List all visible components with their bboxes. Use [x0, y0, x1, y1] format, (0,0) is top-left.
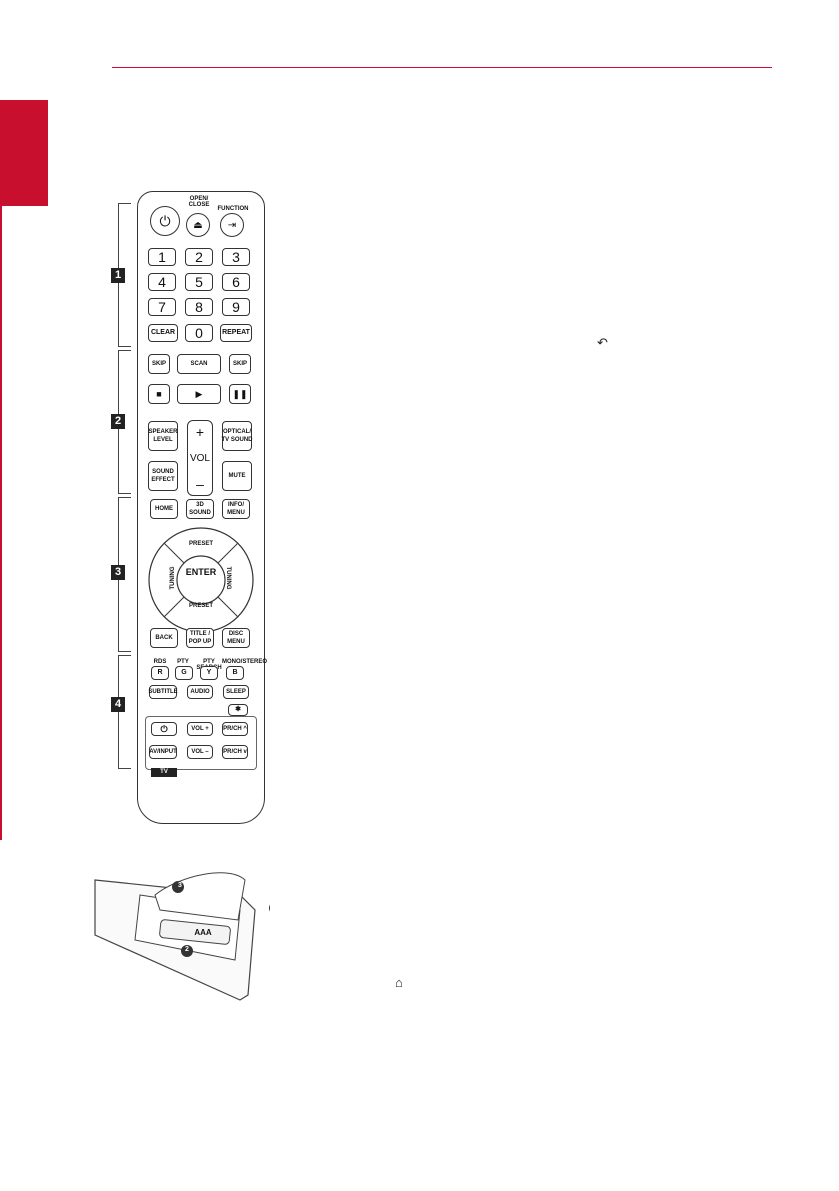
sleep-button[interactable]: SLEEP: [223, 685, 249, 699]
enter-label: ENTER: [185, 567, 217, 577]
green-key-button[interactable]: G: [175, 666, 193, 680]
volume-label: VOL: [189, 452, 210, 464]
stop-icon: ■: [156, 389, 162, 399]
chapter-tab: [0, 100, 48, 206]
scan-button[interactable]: SCAN: [177, 354, 221, 374]
disc-menu-button[interactable]: DISC MENU: [222, 628, 250, 648]
info-menu-button[interactable]: INFO/ MENU: [222, 499, 250, 519]
tv-power-button[interactable]: ⏻: [151, 722, 177, 736]
stop-button[interactable]: ■: [148, 384, 170, 404]
number-9-button[interactable]: 9: [222, 298, 250, 316]
open-close-label: OPEN/ CLOSE: [188, 196, 210, 208]
function-button[interactable]: ⇥: [220, 213, 244, 237]
skip-back-button[interactable]: SKIP: [148, 354, 170, 374]
volume-minus-label: –: [196, 476, 204, 492]
tv-prch-down-button[interactable]: PR/CH v: [222, 745, 248, 759]
tv-control-group: [145, 716, 257, 770]
pause-icon: ❚❚: [232, 388, 248, 399]
home-icon: ⌂: [395, 975, 403, 990]
power-icon: ⏻: [159, 212, 171, 229]
skip-forward-label: SKIP: [232, 361, 247, 367]
sound-effect-button[interactable]: SOUND EFFECT: [148, 461, 178, 491]
pty-label: PTY: [177, 659, 189, 665]
subtitle-button[interactable]: SUBTITLE: [148, 685, 178, 699]
preset-down-label: PRESET: [188, 603, 213, 609]
pause-button[interactable]: ❚❚: [229, 384, 251, 404]
audio-button[interactable]: AUDIO: [187, 685, 213, 699]
optical-tv-sound-button[interactable]: OPTICAL/ TV SOUND: [222, 421, 253, 451]
tv-vol-minus-button[interactable]: VOL –: [187, 745, 213, 759]
preset-up-label: PRESET: [188, 541, 213, 547]
skip-forward-button[interactable]: SKIP: [229, 354, 251, 374]
eject-icon: ⏏: [193, 219, 203, 231]
tv-tag: TV: [151, 768, 177, 777]
clear-button[interactable]: CLEAR: [148, 324, 178, 342]
back-icon: ↶: [597, 335, 608, 350]
back-button[interactable]: BACK: [150, 628, 178, 648]
play-button[interactable]: ▶: [177, 384, 221, 404]
number-5-button[interactable]: 5: [185, 273, 213, 291]
section-number-4: 4: [111, 697, 125, 712]
number-3-button[interactable]: 3: [222, 248, 250, 266]
battery-step-3: 3: [178, 882, 182, 889]
header-rule: [112, 67, 772, 68]
battery-step-1: 1: [273, 903, 277, 910]
yellow-key-button[interactable]: Y: [200, 666, 218, 680]
number-6-button[interactable]: 6: [222, 273, 250, 291]
number-7-button[interactable]: 7: [148, 298, 176, 316]
mono-stereo-label: MONO/STEREO: [222, 659, 268, 665]
battery-illustration: [94, 872, 270, 1001]
section-bracket-4: [118, 655, 131, 769]
skip-back-label: SKIP: [151, 361, 166, 367]
function-label: FUNCTION: [217, 206, 249, 212]
number-1-button[interactable]: 1: [148, 248, 176, 266]
mute-button[interactable]: MUTE: [222, 461, 252, 491]
number-4-button[interactable]: 4: [148, 273, 176, 291]
side-tab-line: [0, 100, 2, 840]
scan-label: SCAN: [190, 361, 208, 367]
red-key-button[interactable]: R: [151, 666, 169, 680]
repeat-button[interactable]: REPEAT: [220, 324, 252, 342]
play-icon: ▶: [195, 388, 203, 399]
home-button[interactable]: HOME: [150, 499, 178, 519]
3d-sound-button[interactable]: 3D SOUND: [186, 499, 214, 519]
tv-power-icon: ⏻: [160, 724, 168, 734]
rds-label: RDS: [153, 659, 167, 665]
blue-key-button[interactable]: B: [226, 666, 244, 680]
input-icon: ⇥: [227, 219, 237, 231]
battery-step-2: 2: [185, 946, 189, 953]
star-button[interactable]: ✱: [228, 704, 248, 716]
tv-av-input-button[interactable]: AV/INPUT: [149, 745, 177, 759]
tuning-plus-label: TUNING: [225, 566, 231, 590]
volume-plus-label: +: [195, 424, 205, 440]
speaker-level-button[interactable]: SPEAKER LEVEL: [148, 421, 178, 451]
section-number-1: 1: [111, 268, 125, 283]
tv-vol-plus-button[interactable]: VOL +: [187, 722, 213, 736]
section-number-3: 3: [111, 565, 125, 580]
tv-prch-up-button[interactable]: PR/CH ^: [222, 722, 248, 736]
tuning-minus-label: TUNING: [170, 566, 176, 590]
volume-rocker[interactable]: + VOL –: [187, 420, 213, 496]
section-number-2: 2: [111, 414, 125, 429]
power-button[interactable]: ⏻: [150, 206, 180, 236]
number-0-button[interactable]: 0: [185, 324, 213, 342]
open-close-button[interactable]: ⏏: [186, 213, 210, 237]
battery-type-label: AAA: [194, 928, 212, 937]
title-popup-button[interactable]: TITLE / POP UP: [186, 628, 214, 648]
number-8-button[interactable]: 8: [185, 298, 213, 316]
number-2-button[interactable]: 2: [185, 248, 213, 266]
